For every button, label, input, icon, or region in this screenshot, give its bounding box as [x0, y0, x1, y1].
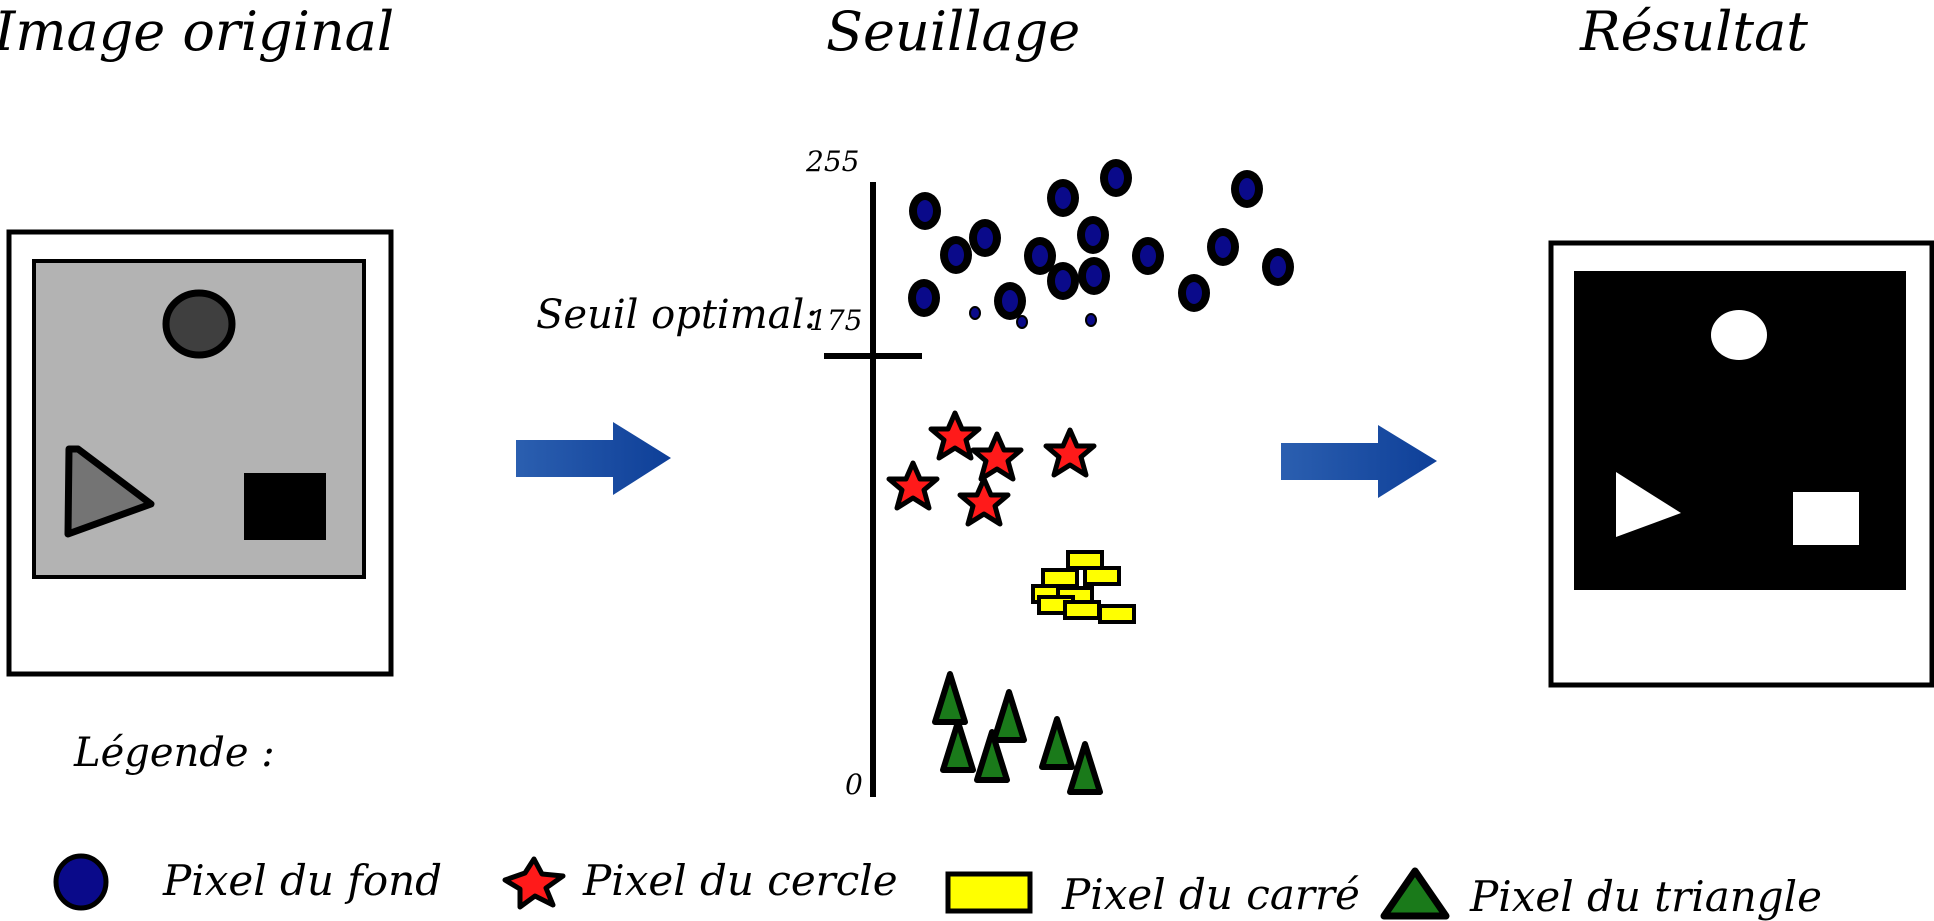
legend-heading: Légende : [74, 730, 275, 776]
square-pixels [1031, 550, 1136, 624]
original-triangle-shape [64, 445, 155, 538]
result-square-shape [1793, 492, 1859, 545]
rectangle-icon [945, 871, 1033, 914]
title-original-image: Image original [0, 0, 395, 63]
original-circle-shape [162, 289, 236, 359]
title-result: Résultat [1580, 0, 1808, 63]
result-image-frame [1548, 240, 1934, 688]
original-square-shape [244, 473, 326, 540]
result-triangle-shape [1616, 472, 1681, 537]
threshold-value: 175 [809, 304, 863, 337]
star-icon [502, 856, 566, 910]
triangle-pixels [935, 674, 1100, 792]
result-circle-shape [1711, 310, 1767, 360]
title-thresholding: Seuillage [826, 0, 1081, 63]
arrow-right-icon [1281, 425, 1437, 498]
axis-min-label: 0 [845, 768, 863, 801]
legend-label-background: Pixel du fond [163, 856, 443, 905]
legend-label-circle: Pixel du cercle [583, 856, 898, 905]
arrow-right-icon [516, 422, 671, 495]
threshold-label: Seuil optimal: [536, 292, 818, 338]
background-pixels [908, 159, 1294, 329]
circle-pixels [889, 413, 1094, 524]
legend-label-triangle: Pixel du triangle [1470, 872, 1822, 921]
axis-max-label: 255 [806, 145, 860, 178]
triangle-icon [1380, 867, 1450, 920]
legend-label-square: Pixel du carré [1062, 870, 1360, 919]
background-pixel-icon [53, 853, 109, 911]
original-image-frame [6, 229, 394, 677]
